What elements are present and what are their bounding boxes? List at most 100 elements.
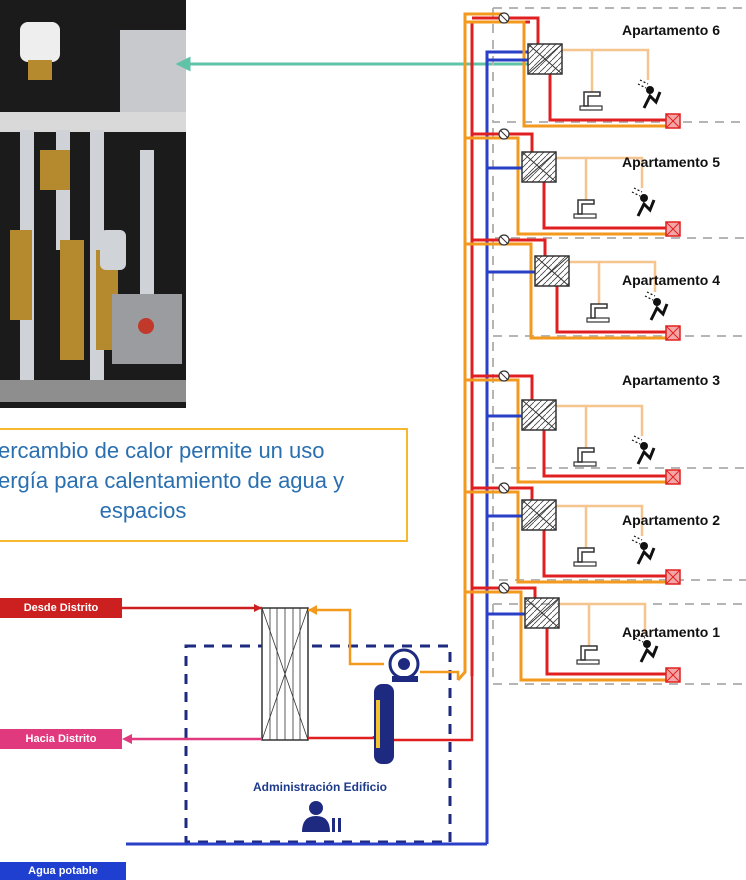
radiator-mark	[665, 113, 681, 129]
supply-loop	[555, 286, 666, 334]
flow-meter-mark	[499, 235, 509, 245]
dhw-line	[556, 156, 588, 200]
radiator-mark	[665, 569, 681, 585]
shower-person-icon	[640, 542, 648, 550]
apartment-2-label: Apartamento 2	[622, 512, 721, 528]
dhw-line	[562, 48, 594, 92]
flow-meter-mark	[499, 129, 509, 139]
dhw-shower-line	[586, 404, 644, 436]
supply-loop	[542, 430, 666, 478]
tap-basin	[576, 659, 600, 665]
caption-line-1: ercambio de calor permite un uso	[0, 438, 325, 463]
exchanger-diagonal	[524, 597, 560, 629]
tap-basin	[573, 561, 597, 567]
dhw-shower-line	[586, 156, 644, 188]
dhw-line	[559, 602, 591, 646]
exchanger-diagonal	[521, 399, 557, 431]
tap-icon	[580, 645, 598, 661]
return-branch	[465, 136, 666, 236]
return-branch	[465, 378, 666, 484]
caption-line-3: espacios	[99, 498, 187, 523]
return-branch	[465, 242, 666, 340]
dhw-shower-line	[592, 48, 650, 80]
admin-label: Administración Edificio	[252, 780, 387, 794]
return-branch	[465, 20, 666, 128]
apartment-4-label: Apartamento 4	[622, 272, 721, 288]
supply-loop	[542, 182, 666, 230]
dhw-shower-line	[589, 602, 647, 634]
to-district-tag: Hacia Distrito	[0, 729, 122, 749]
shower-person-icon	[640, 194, 648, 202]
tap-icon	[590, 303, 608, 319]
return-branch	[465, 490, 666, 584]
shower-person-body	[636, 199, 656, 217]
apartment-5-label: Apartamento 5	[622, 154, 721, 170]
flow-meter-mark	[499, 483, 509, 493]
dhw-shower-line	[599, 260, 657, 292]
supply-branch	[472, 16, 540, 44]
from-district-tag: Desde Distrito	[0, 598, 122, 618]
shower-spray	[644, 291, 656, 301]
radiator-mark	[665, 221, 681, 237]
exchanger-diagonal	[527, 43, 563, 75]
shower-person-body	[649, 303, 669, 321]
tap-icon	[577, 199, 595, 215]
shower-spray	[631, 535, 643, 545]
building-admin-icon	[302, 801, 341, 832]
shower-person-body	[642, 91, 662, 109]
shower-person-body	[636, 447, 656, 465]
tap-icon	[577, 447, 595, 463]
supply-branch	[472, 374, 534, 400]
shower-spray	[631, 187, 643, 197]
shower-person-icon	[653, 298, 661, 306]
shower-person-icon	[643, 640, 651, 648]
tap-basin	[586, 317, 610, 323]
exchanger-diagonal	[521, 499, 557, 531]
substation-photo	[0, 0, 186, 408]
flow-meter-mark	[499, 371, 509, 381]
supply-branch	[472, 486, 534, 500]
dhw-line	[556, 404, 588, 448]
info-caption-box: ercambio de calor permite un uso ergía p…	[0, 428, 408, 542]
shower-person-body	[639, 645, 659, 663]
tap-icon	[577, 547, 595, 563]
apartment-piping	[465, 12, 681, 683]
apartment-6-label: Apartamento 6	[622, 22, 721, 38]
radiator-mark	[665, 667, 681, 683]
dhw-shower-line	[586, 504, 644, 536]
exchanger-diagonal	[521, 151, 557, 183]
tap-basin	[573, 213, 597, 219]
caption-line-2: ergía para calentamiento de agua y	[0, 468, 345, 493]
supply-branch	[472, 586, 537, 598]
flow-meter-mark	[499, 13, 509, 23]
tap-basin	[573, 461, 597, 467]
flow-meter-mark	[499, 583, 509, 593]
supply-loop	[545, 628, 666, 676]
return-branch	[465, 590, 666, 682]
radiator-mark	[665, 325, 681, 341]
shower-spray	[634, 633, 646, 643]
shower-person-icon	[646, 86, 654, 94]
supply-branch	[472, 238, 547, 256]
tap-icon	[583, 91, 601, 107]
admin-box	[184, 644, 452, 844]
shower-spray	[637, 79, 649, 89]
tap-basin	[579, 105, 603, 111]
potable-water-tag: Agua potable	[0, 862, 126, 880]
apartment-1-label: Apartamento 1	[622, 624, 721, 640]
dhw-line	[556, 504, 588, 548]
dhw-line	[569, 260, 601, 304]
admin-heat-exchanger	[261, 607, 309, 741]
radiator-mark	[665, 469, 681, 485]
apartment-3-label: Apartamento 3	[622, 372, 721, 388]
supply-loop	[542, 530, 666, 578]
shower-spray	[631, 435, 643, 445]
shower-person-icon	[640, 442, 648, 450]
shower-person-body	[636, 547, 656, 565]
storage-tank-icon	[374, 684, 394, 764]
exchanger-diagonal	[534, 255, 570, 287]
supply-branch	[472, 132, 534, 152]
circulation-pump-icon	[388, 648, 420, 682]
supply-loop	[548, 74, 666, 122]
